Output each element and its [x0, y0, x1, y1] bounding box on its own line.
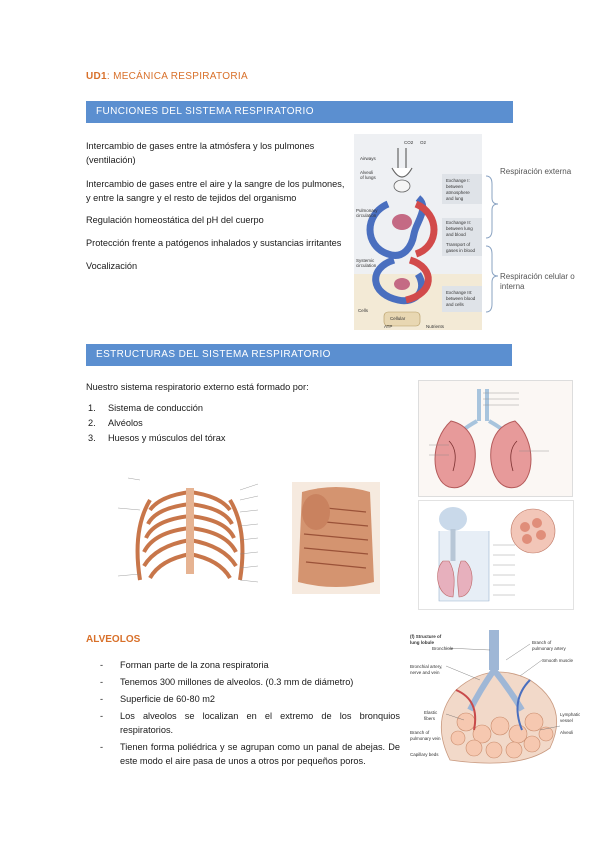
svg-text:gases in blood: gases in blood	[446, 248, 476, 253]
list-item: 1.Sistema de conducción	[88, 403, 203, 413]
lungs-illustration	[418, 380, 573, 497]
list-item: -Tienen forma poliédrica y se agrupan co…	[100, 742, 400, 766]
list-item: 3.Huesos y músculos del tórax	[88, 433, 226, 443]
svg-text:Branch of: Branch of	[410, 730, 430, 735]
svg-text:and cells: and cells	[446, 302, 465, 307]
alveolos-list: -Forman parte de la zona respiratoria -T…	[86, 658, 400, 768]
svg-text:Branch of: Branch of	[532, 640, 552, 645]
svg-text:(f) Structure of: (f) Structure of	[410, 634, 442, 639]
svg-text:Elastic: Elastic	[424, 710, 438, 715]
list-item: -Forman parte de la zona respiratoria	[100, 660, 269, 670]
airway-schematic	[418, 500, 574, 610]
svg-text:atmosphere: atmosphere	[446, 190, 470, 195]
svg-text:Capillary beds: Capillary beds	[410, 752, 439, 757]
list-item: -Tenemos 300 millones de alveolos. (0.3 …	[100, 677, 354, 687]
list-item: 2.Alvéolos	[88, 418, 143, 428]
svg-text:Bronchial artery,: Bronchial artery,	[410, 664, 442, 669]
svg-text:Cellular: Cellular	[390, 316, 406, 321]
list-item: -Los alveolos se localizan en el extremo…	[100, 711, 400, 735]
funcion-item: Regulación homeostática del pH del cuerp…	[86, 215, 264, 225]
svg-text:Lymphatic: Lymphatic	[560, 712, 580, 717]
svg-text:lung lobule: lung lobule	[410, 640, 434, 645]
internal-respiration-label: Respiración celular o interna	[500, 272, 575, 291]
section-banner-estructuras: ESTRUCTURAS DEL SISTEMA RESPIRATORIO	[86, 344, 512, 366]
svg-text:Exchange III:: Exchange III:	[446, 290, 472, 295]
svg-text:Nutrients: Nutrients	[426, 324, 445, 329]
funcion-item: Intercambio de gases entre el aire y la …	[86, 179, 345, 203]
svg-text:Transport of: Transport of	[446, 242, 471, 247]
section-banner-funciones: FUNCIONES DEL SISTEMA RESPIRATORIO	[86, 101, 513, 123]
estructuras-list: 1.Sistema de conducción 2.Alvéolos 3.Hue…	[88, 401, 225, 446]
svg-text:O2: O2	[420, 140, 427, 145]
estructuras-intro: Nuestro sistema respiratorio externo est…	[86, 382, 309, 392]
svg-text:vessel: vessel	[560, 718, 573, 723]
svg-text:of lungs: of lungs	[360, 175, 377, 180]
unit-title: : MECÁNICA RESPIRATORIA	[106, 71, 248, 82]
svg-text:nerve and vein: nerve and vein	[410, 670, 440, 675]
svg-text:CO2: CO2	[404, 140, 414, 145]
funcion-item: Protección frente a patógenos inhalados …	[86, 238, 342, 248]
svg-text:circulation: circulation	[356, 213, 377, 218]
svg-text:Exchange I:: Exchange I:	[446, 178, 470, 183]
svg-text:Alveoli: Alveoli	[360, 170, 373, 175]
svg-text:Smooth muscle: Smooth muscle	[542, 658, 574, 663]
svg-text:Bronchiole: Bronchiole	[432, 646, 454, 651]
svg-text:Exchange II:: Exchange II:	[446, 220, 471, 225]
unit-heading: UD1: MECÁNICA RESPIRATORIA	[86, 71, 248, 82]
list-item: -Superficie de 60-80 m2	[100, 694, 215, 704]
thorax-muscles-illustration	[292, 482, 380, 594]
svg-text:Cells: Cells	[358, 308, 369, 313]
svg-text:pulmonary artery: pulmonary artery	[532, 646, 567, 651]
svg-text:Alveoli: Alveoli	[560, 730, 573, 735]
rib-cage-illustration	[110, 470, 285, 610]
svg-text:between lung: between lung	[446, 226, 473, 231]
svg-text:and blood: and blood	[446, 232, 466, 237]
unit-code: UD1	[86, 71, 107, 82]
funciones-list: Intercambio de gases entre la atmósfera …	[86, 139, 348, 273]
svg-text:Systemic: Systemic	[356, 258, 375, 263]
svg-text:Airways: Airways	[360, 156, 377, 161]
svg-text:and lung: and lung	[446, 196, 464, 201]
funcion-item: Intercambio de gases entre la atmósfera …	[86, 141, 315, 165]
svg-text:pulmonary vein: pulmonary vein	[410, 736, 441, 741]
svg-text:between blood: between blood	[446, 296, 476, 301]
svg-text:Pulmonary: Pulmonary	[356, 208, 378, 213]
external-respiration-label: Respiración externa	[500, 167, 572, 176]
alveoli-illustration: (f) Structure of lung lobule Bronchiole …	[410, 630, 580, 770]
alveolos-title: ALVEOLOS	[86, 634, 141, 645]
svg-text:fibers: fibers	[424, 716, 436, 721]
svg-text:circulation: circulation	[356, 263, 377, 268]
funcion-item: Vocalización	[86, 261, 138, 271]
svg-text:ATP: ATP	[384, 324, 392, 329]
svg-text:between: between	[446, 184, 464, 189]
